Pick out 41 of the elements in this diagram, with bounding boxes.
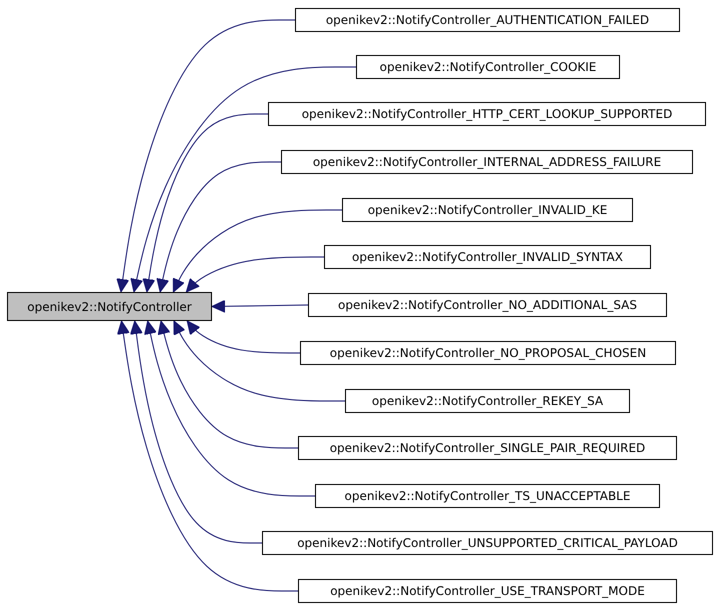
inheritance-arrow [144,320,316,496]
class-name: openikev2::NotifyController_NO_ADDITIONAL_SAS [338,298,637,312]
inheritance-arrow [186,320,300,354]
class-box [281,150,693,174]
class-box [315,484,660,508]
class-box [308,293,667,317]
class-name: openikev2::NotifyController_INVALID_KE [368,203,608,217]
class-name: openikev2::NotifyController_SINGLE_PAIR_REQUIRED [330,441,646,455]
class-box [342,198,633,222]
class-box [262,531,713,555]
class-name: openikev2::NotifyController_COOKIE [380,60,596,74]
inheritance-arrow [116,20,296,292]
class-box [7,292,212,321]
inheritance-arrow [130,320,262,544]
class-name: openikev2::NotifyController_REKEY_SA [372,394,604,408]
class-name: openikev2::NotifyController_AUTHENTICATION_FAILED [326,13,650,27]
class-name: openikev2::NotifyController_TS_UNACCEPTABLE [344,489,630,503]
class-name: openikev2::NotifyController_UNSUPPORTED_CRITICAL_PAYLOAD [297,536,678,550]
inheritance-arrow [186,256,324,292]
inheritance-arrow [116,320,298,592]
class-box [300,341,676,365]
inheritance-arrow [156,162,282,292]
inheritance-arrow [130,66,356,292]
class-box [295,8,680,32]
class-box [345,389,630,413]
class-name: openikev2::NotifyController_INVALID_SYNTAX [352,250,623,264]
inheritance-arrow [173,320,346,402]
class-name: openikev2::NotifyController_HTTP_CERT_LOOKUP_SUPPORTED [302,107,672,121]
class-name: openikev2::NotifyController_NO_PROPOSAL_CHOSEN [330,346,646,360]
inheritance-arrow [172,210,342,292]
inheritance-arrow [158,320,298,448]
class-name: openikev2::NotifyController [27,300,192,314]
class-name: openikev2::NotifyController_INTERNAL_ADDRESS_FAILURE [312,155,662,169]
class-box [324,245,651,269]
inheritance-arrow [212,300,308,313]
class-name: openikev2::NotifyController_USE_TRANSPORT_MODE [330,584,645,598]
inheritance-arrow [142,114,268,292]
class-box [298,579,677,603]
class-box [268,102,706,126]
class-box [356,55,620,79]
class-box [298,436,677,460]
